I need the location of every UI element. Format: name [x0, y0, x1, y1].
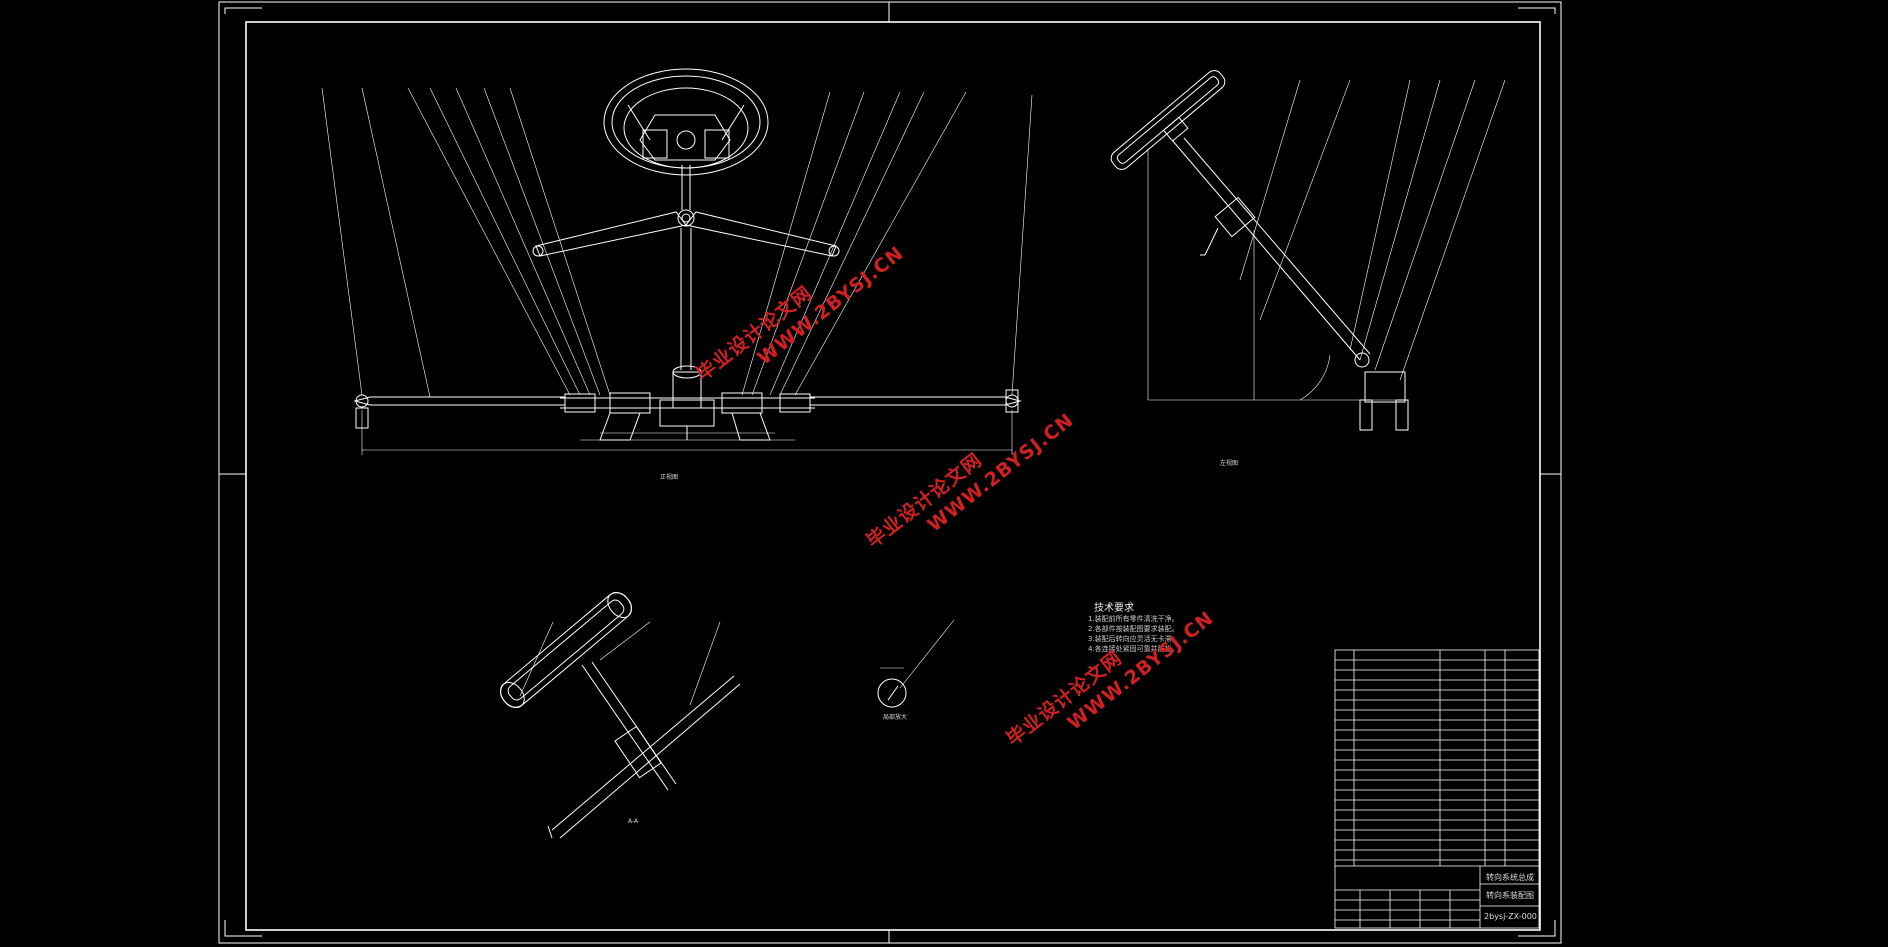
tech-req-line-4: 4.各连接处紧固可靠并防松。 [1088, 645, 1179, 653]
assembly-name: 转向系统总成 [1486, 873, 1534, 882]
drawing-number: 2bysj-ZX-000 [1484, 912, 1537, 921]
front-view [321, 68, 1033, 455]
drawing-title: 转向系装配图 [1486, 891, 1534, 900]
left-view-label: 左视图 [1220, 460, 1239, 467]
tech-req-line-1: 1.装配前所有零件清洗干净。 [1088, 615, 1179, 623]
sheet-frame [218, 1, 1562, 944]
front-view-label: 正视图 [660, 474, 679, 481]
tech-req-line-3: 3.装配后转向应灵活无卡滞。 [1088, 635, 1179, 643]
title-block [1334, 649, 1540, 929]
left-view [1110, 70, 1506, 431]
tech-req-line-2: 2.各部件按装配图要求装配。 [1088, 625, 1179, 633]
detail-view-label: 局部放大 [883, 714, 908, 721]
tech-requirements-heading: 技术要求 [1094, 603, 1134, 614]
section-view [500, 592, 741, 839]
tech-requirements: 技术要求 1.装配前所有零件清洗干净。 2.各部件按装配图要求装配。 3.装配后… [1088, 604, 1179, 654]
section-view-label: A-A [628, 818, 639, 825]
detail-view [877, 619, 955, 708]
